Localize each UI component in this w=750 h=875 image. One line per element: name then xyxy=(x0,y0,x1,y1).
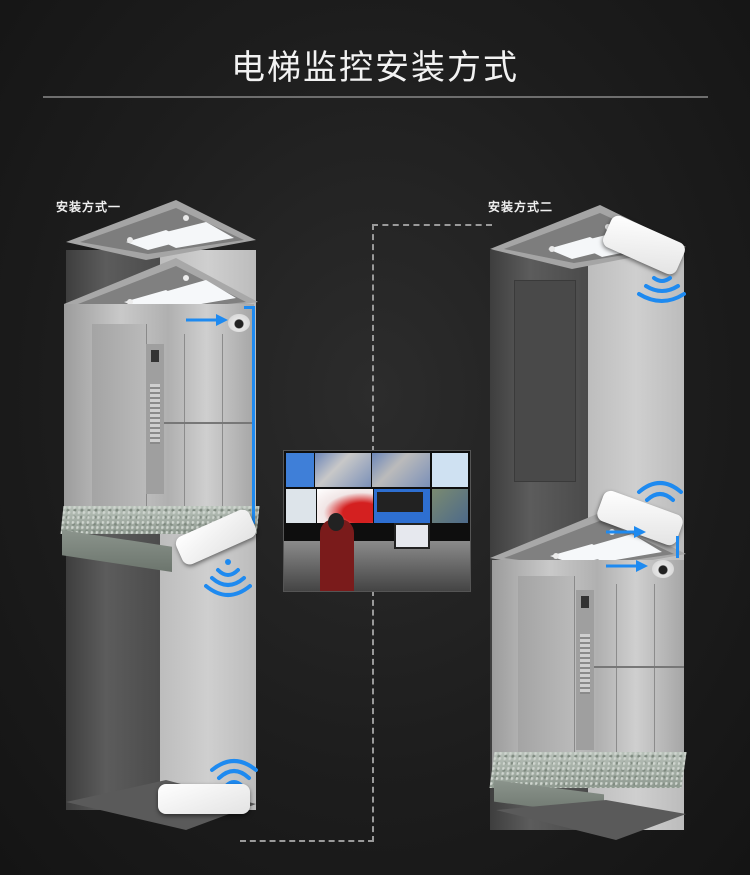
video-wall-screen xyxy=(315,453,371,487)
cable-line xyxy=(244,306,254,309)
arrow-right-icon xyxy=(606,558,648,577)
cab-ceiling xyxy=(490,512,686,574)
control-panel xyxy=(146,344,164,494)
wifi-signal-icon xyxy=(636,272,686,310)
arrow-right-icon xyxy=(606,524,646,543)
video-wall-screen xyxy=(286,453,314,487)
monitoring-center-photo xyxy=(283,450,471,592)
method-1-label: 安装方式一 xyxy=(56,200,122,214)
wireless-bridge-shaft-bottom xyxy=(158,784,250,814)
console-desk xyxy=(284,541,470,591)
wall-seam xyxy=(654,584,655,770)
video-wall-screen xyxy=(286,489,316,523)
screen-window xyxy=(377,492,423,512)
handrail xyxy=(164,422,254,424)
video-wall-screen xyxy=(317,489,373,523)
shaft-floor xyxy=(496,800,686,840)
cable-line xyxy=(252,306,255,524)
shaft-ceiling xyxy=(66,200,256,260)
camera-icon xyxy=(228,314,250,332)
operator xyxy=(320,513,354,591)
cab-interior xyxy=(64,304,254,510)
button-panel xyxy=(150,384,160,444)
floor-display xyxy=(151,350,159,362)
wifi-signal-icon xyxy=(636,478,684,516)
video-wall-screen xyxy=(432,453,468,487)
wifi-signal-icon xyxy=(204,556,252,604)
handrail xyxy=(594,666,684,668)
cable-line xyxy=(676,536,679,558)
shaft-door xyxy=(514,280,576,482)
operator-head xyxy=(328,513,344,531)
camera-icon xyxy=(652,560,674,578)
floor-display xyxy=(581,596,589,608)
video-wall-screen xyxy=(372,453,430,487)
desk-monitor xyxy=(394,523,430,549)
dashed-link-top xyxy=(372,224,492,452)
method-2-label: 安装方式二 xyxy=(488,200,554,214)
button-panel xyxy=(580,634,590,694)
video-wall-screen xyxy=(432,489,468,523)
title-divider xyxy=(43,96,708,98)
video-wall-screen xyxy=(374,489,430,523)
cab-door xyxy=(92,324,147,510)
control-panel xyxy=(576,590,594,750)
dashed-link-bottom xyxy=(240,590,374,842)
wall-seam xyxy=(616,584,617,770)
cab-floor xyxy=(489,752,687,788)
cab-interior xyxy=(492,560,684,770)
arrow-right-icon xyxy=(186,312,228,331)
cab-door xyxy=(518,576,575,770)
page-title: 电梯监控安装方式 xyxy=(231,48,519,88)
